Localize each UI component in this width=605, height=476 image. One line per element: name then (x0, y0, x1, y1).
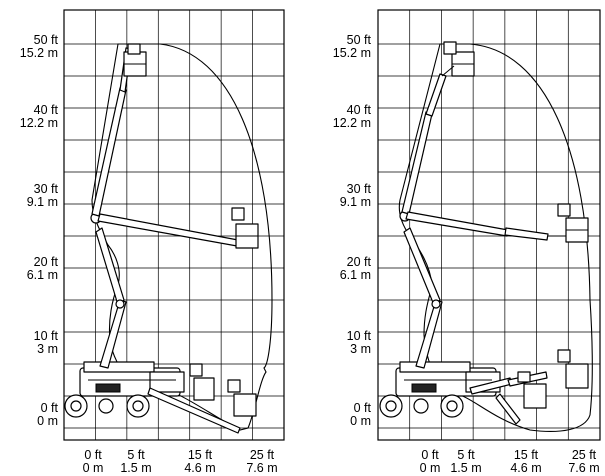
left-boom-vertical (91, 43, 147, 217)
y-label-m: 3 m (37, 342, 58, 356)
y-label-ft: 10 ft (34, 329, 59, 343)
y-label-m: 9.1 m (27, 195, 58, 209)
right-boom-horizontal (405, 203, 589, 243)
y-label-m: 15.2 m (20, 46, 58, 60)
x-label-m: 1.5 m (450, 461, 481, 475)
x-label-m: 4.6 m (184, 461, 215, 475)
x-label-m: 4.6 m (510, 461, 541, 475)
y-label-m: 9.1 m (340, 195, 371, 209)
y-label-ft: 20 ft (34, 255, 59, 269)
x-label-ft: 15 ft (514, 448, 539, 462)
y-label-m: 6.1 m (27, 268, 58, 282)
x-label-ft: 5 ft (457, 448, 475, 462)
x-label-m: 1.5 m (120, 461, 151, 475)
y-label-m: 6.1 m (340, 268, 371, 282)
left-reach-envelope (91, 43, 273, 431)
y-label-ft: 0 ft (354, 401, 372, 415)
x-label-m: 0 m (83, 461, 104, 475)
y-label-ft: 50 ft (34, 33, 59, 47)
right-riser (399, 210, 443, 369)
left-boom-horizontal (97, 207, 259, 249)
x-label-ft: 15 ft (188, 448, 213, 462)
y-label-ft: 10 ft (347, 329, 372, 343)
y-label-m: 3 m (350, 342, 371, 356)
x-label-ft: 0 ft (84, 448, 102, 462)
x-label-m: 7.6 m (568, 461, 599, 475)
right-boom-lowered (469, 349, 589, 425)
x-label-m: 7.6 m (246, 461, 277, 475)
x-label-ft: 25 ft (250, 448, 275, 462)
left-x-axis-labels: 0 ft0 m 5 ft1.5 m 15 ft4.6 m 25 ft7.6 m (83, 448, 278, 475)
y-label-ft: 40 ft (34, 103, 59, 117)
y-label-ft: 20 ft (347, 255, 372, 269)
x-label-ft: 5 ft (127, 448, 145, 462)
y-label-m: 12.2 m (20, 116, 58, 130)
y-label-ft: 50 ft (347, 33, 372, 47)
y-label-m: 12.2 m (333, 116, 371, 130)
x-label-ft: 25 ft (572, 448, 597, 462)
y-label-ft: 40 ft (347, 103, 372, 117)
right-boom-vertical (401, 41, 475, 215)
right-x-axis-labels: 0 ft0 m 5 ft1.5 m 15 ft4.6 m 25 ft7.6 m (420, 448, 600, 475)
left-frame (63, 9, 285, 441)
y-label-ft: 0 ft (41, 401, 59, 415)
x-label-m: 0 m (420, 461, 441, 475)
y-label-ft: 30 ft (347, 182, 372, 196)
left-boom-lowered (147, 363, 257, 434)
x-label-ft: 0 ft (421, 448, 439, 462)
left-machine-chassis (64, 361, 185, 418)
y-label-m: 0 m (350, 414, 371, 428)
y-label-m: 15.2 m (333, 46, 371, 60)
right-frame (377, 9, 601, 441)
y-label-m: 0 m (37, 414, 58, 428)
right-reach-envelope (398, 43, 593, 432)
y-label-ft: 30 ft (34, 182, 59, 196)
